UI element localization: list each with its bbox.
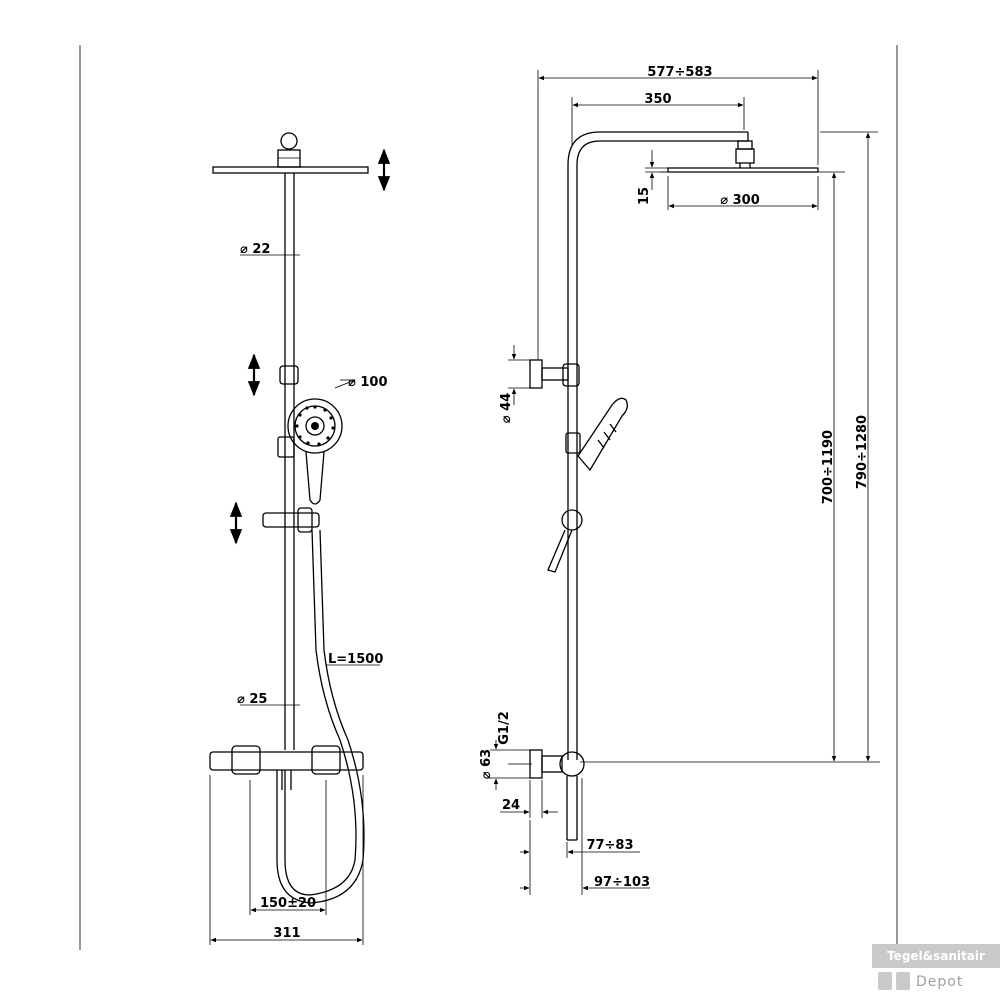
dim-arm-length (571, 97, 745, 145)
label-offset-large: 97÷103 (594, 875, 650, 890)
label-inlet-thread: G1/2 (497, 711, 512, 745)
label-offset-small: 77÷83 (586, 838, 633, 853)
label-head-thickness: 15 (637, 187, 652, 205)
front-head-shower (212, 132, 369, 174)
label-wall-bracket-diameter: ⌀ 44 (499, 393, 514, 423)
label-mixer-spacing: 150±20 (260, 896, 316, 911)
dim-height-upper (820, 131, 878, 762)
label-lower-pipe-diameter: ⌀ 25 (237, 692, 267, 707)
front-hose (284, 529, 357, 896)
side-slider-upper (565, 432, 581, 454)
frame-lines (79, 45, 898, 950)
label-mixer-width: 311 (273, 926, 300, 941)
side-hand-shower (547, 397, 628, 573)
brand-logo-line1: Tegel&sanitair (872, 944, 1000, 968)
label-height-upper: 790÷1280 (855, 415, 870, 489)
label-connector-depth: 24 (502, 798, 520, 813)
label-upper-pipe-diameter: ⌀ 22 (240, 242, 270, 257)
front-slider-upper (277, 436, 295, 458)
drop-icon (878, 972, 892, 990)
label-height-lower: 700÷1190 (821, 430, 836, 504)
dim-wall-bracket-diameter (508, 345, 530, 405)
side-view (490, 70, 880, 895)
side-main-pipe (567, 131, 749, 760)
brand-logo: Tegel&sanitair Depot (872, 944, 1000, 1000)
front-thermostatic-mixer (209, 745, 364, 790)
dim-connector-depth (500, 780, 558, 818)
label-head-width-total: 577÷583 (647, 65, 712, 80)
front-hand-shower (287, 398, 343, 505)
brush-icon (896, 972, 910, 990)
side-head-shower (667, 140, 819, 173)
dim-head-width-total (537, 70, 819, 360)
dim-height-lower (580, 171, 880, 763)
dim-mixer-width (209, 775, 364, 945)
front-main-pipe (284, 173, 295, 750)
dim-head-diameter (667, 176, 819, 210)
side-mixer (508, 749, 585, 841)
label-head-diameter: ⌀ 300 (720, 193, 760, 208)
front-view (209, 132, 391, 945)
front-pipe-clamp (279, 365, 299, 385)
dim-head-thickness (645, 150, 668, 190)
label-connector-diameter: ⌀ 63 (479, 749, 494, 779)
dim-mixer-spacing (249, 780, 327, 915)
front-slider-holder (262, 507, 320, 533)
label-hand-shower-diameter: ⌀ 100 (348, 375, 388, 390)
label-hose-length: L=1500 (328, 652, 383, 667)
label-arm-length: 350 (644, 92, 671, 107)
dim-connector-diameter (490, 740, 530, 790)
dim-offset-large (520, 778, 650, 895)
side-wall-bracket (529, 359, 580, 389)
dim-offset-small (520, 820, 640, 895)
brand-logo-line2: Depot (916, 974, 964, 990)
